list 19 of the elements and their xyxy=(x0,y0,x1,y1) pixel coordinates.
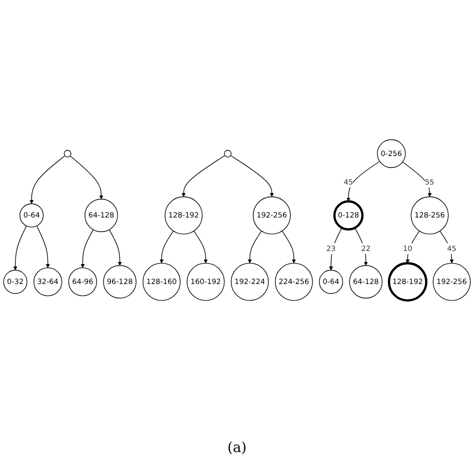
arrow xyxy=(248,230,262,264)
arrow xyxy=(182,155,226,197)
arrow xyxy=(13,226,27,270)
arrow xyxy=(194,230,208,264)
arrow xyxy=(329,227,342,270)
arrow xyxy=(402,162,432,197)
figure-label: (a) xyxy=(227,440,247,456)
arrow xyxy=(160,230,174,264)
arrow xyxy=(230,155,274,197)
node-circle xyxy=(224,150,232,158)
arrow xyxy=(36,226,50,268)
arrow xyxy=(108,229,122,266)
arrow xyxy=(346,161,380,202)
node-circle xyxy=(64,150,72,158)
arrow xyxy=(70,155,104,200)
arrow xyxy=(30,155,66,204)
arrow xyxy=(80,229,94,268)
arrow xyxy=(406,230,420,264)
arrow xyxy=(282,230,296,264)
